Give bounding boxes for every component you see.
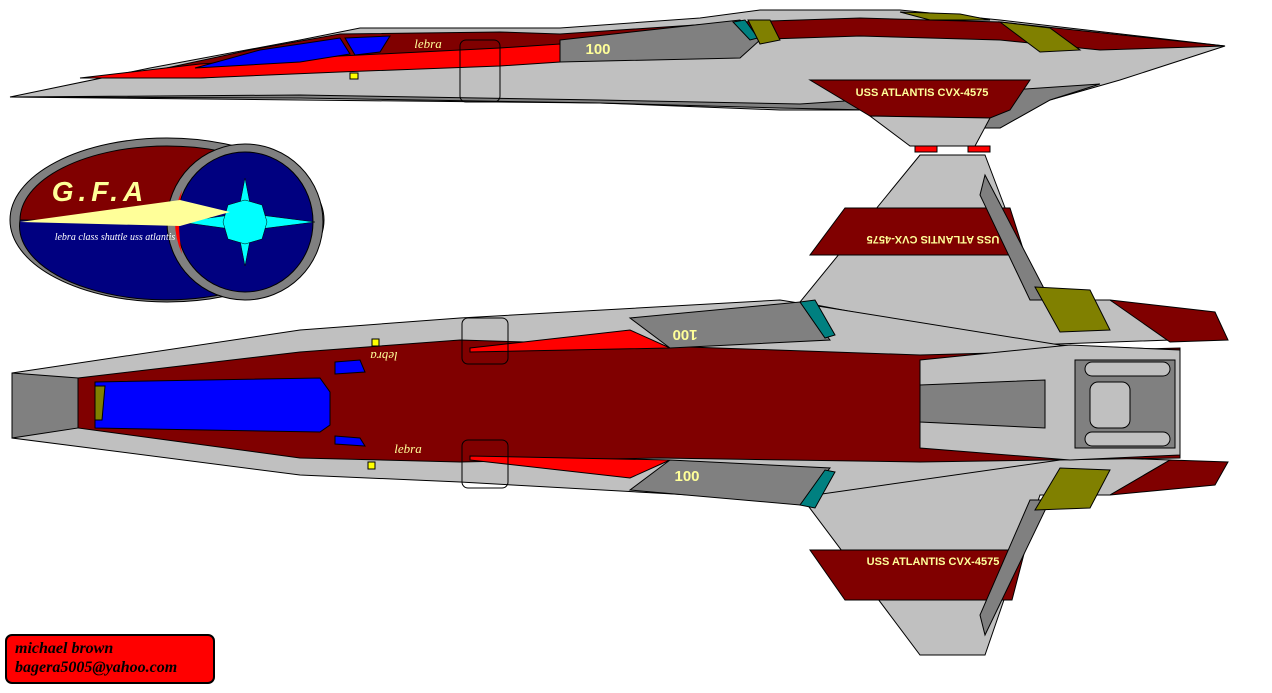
top-number-lower: 100: [674, 468, 699, 485]
side-fin-marker-right: [967, 145, 991, 153]
side-fin-tip: [868, 115, 991, 147]
top-hatch-lower: [461, 439, 509, 489]
top-hangar-pad: [1089, 381, 1131, 429]
top-lower-wing-olive: [1034, 467, 1111, 511]
top-class-name-upper: lebra: [370, 349, 398, 364]
gfa-emblem: G.F.A lebra class shuttle uss atlantis: [9, 137, 325, 303]
top-canopy-side-lower: [334, 435, 366, 447]
side-light: [349, 72, 359, 80]
top-registry-lower: USS ATLANTIS CVX-4575: [867, 556, 1000, 568]
author-name: michael brown: [15, 640, 114, 657]
top-intake-upper: [799, 299, 836, 339]
author-credit: michael brown bagera5005@yahoo.com: [5, 634, 215, 684]
top-class-name-lower: lebra: [394, 441, 422, 456]
emblem-star-inner-icon: [222, 199, 268, 245]
side-canopy: [194, 37, 351, 69]
side-fin-marker-left: [914, 145, 938, 153]
emblem-caption: lebra class shuttle uss atlantis: [55, 232, 176, 243]
top-light-upper: [371, 338, 380, 347]
top-canopy: [94, 377, 331, 433]
top-registry-upper: USS ATLANTIS CVX-4575: [867, 233, 1000, 245]
top-hangar-door-lower: [1084, 431, 1171, 447]
top-lower-wing-dark: [979, 499, 1051, 637]
side-canopy-rear: [344, 35, 391, 56]
top-hangar-door-upper: [1084, 361, 1171, 377]
top-intake-lower: [799, 469, 836, 509]
side-fin: [808, 79, 1031, 119]
top-light-lower: [367, 461, 376, 470]
top-hatch-upper: [461, 317, 509, 365]
top-nose: [11, 372, 79, 439]
top-upper-wing-dark: [979, 173, 1051, 301]
side-olive-3: [899, 11, 991, 21]
top-hangar-bay: [919, 379, 1046, 429]
emblem-streak: [20, 200, 230, 226]
top-number-upper: 100: [672, 326, 697, 343]
side-olive-1: [747, 19, 781, 45]
top-upper-wing-maroon-tip: [1109, 299, 1229, 343]
side-olive-2: [998, 21, 1082, 53]
top-upper-wing-olive: [1034, 286, 1111, 333]
emblem-title: G.F.A: [52, 176, 149, 207]
author-email: bagera5005@yahoo.com: [15, 659, 178, 676]
side-number: 100: [585, 41, 610, 58]
top-lower-wing-maroon-tip: [1109, 459, 1229, 496]
top-lower-wing-band: [809, 549, 1026, 601]
side-registry: USS ATLANTIS CVX-4575: [856, 87, 989, 99]
top-view: USS ATLANTIS CVX-4575 USS ATLANTIS CVX-4…: [11, 154, 1229, 656]
top-engine-upper: [628, 301, 831, 349]
side-view: USS ATLANTIS CVX-4575 100 lebra: [9, 9, 1226, 153]
side-engine: [559, 19, 761, 63]
top-canopy-side-upper: [334, 359, 366, 375]
side-class-name: lebra: [414, 36, 442, 51]
top-canopy-olive-left: [94, 385, 106, 421]
side-hatch: [459, 39, 501, 103]
top-engine-lower: [628, 459, 832, 506]
